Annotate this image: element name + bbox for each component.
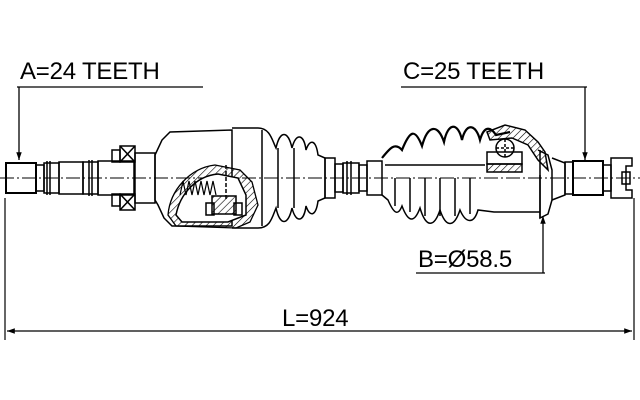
- leader-b: [416, 216, 546, 274]
- spline-c-label: C=25 TEETH: [403, 58, 544, 85]
- dimension-l: [4, 198, 635, 340]
- outer-boot: [381, 125, 540, 225]
- inner-boot: [232, 127, 344, 229]
- leader-a: [16, 86, 203, 160]
- inner-joint-housing: [154, 129, 259, 229]
- length-l-label: L=924: [282, 305, 349, 332]
- right-spline-shaft: [564, 157, 633, 199]
- left-spline-shaft: [5, 145, 156, 211]
- diameter-b-label: B=Ø58.5: [418, 246, 513, 273]
- middle-shaft: [342, 160, 383, 196]
- outer-cv-joint: [486, 124, 566, 220]
- spline-a-label: A=24 TEETH: [20, 58, 160, 85]
- leader-c: [401, 86, 588, 160]
